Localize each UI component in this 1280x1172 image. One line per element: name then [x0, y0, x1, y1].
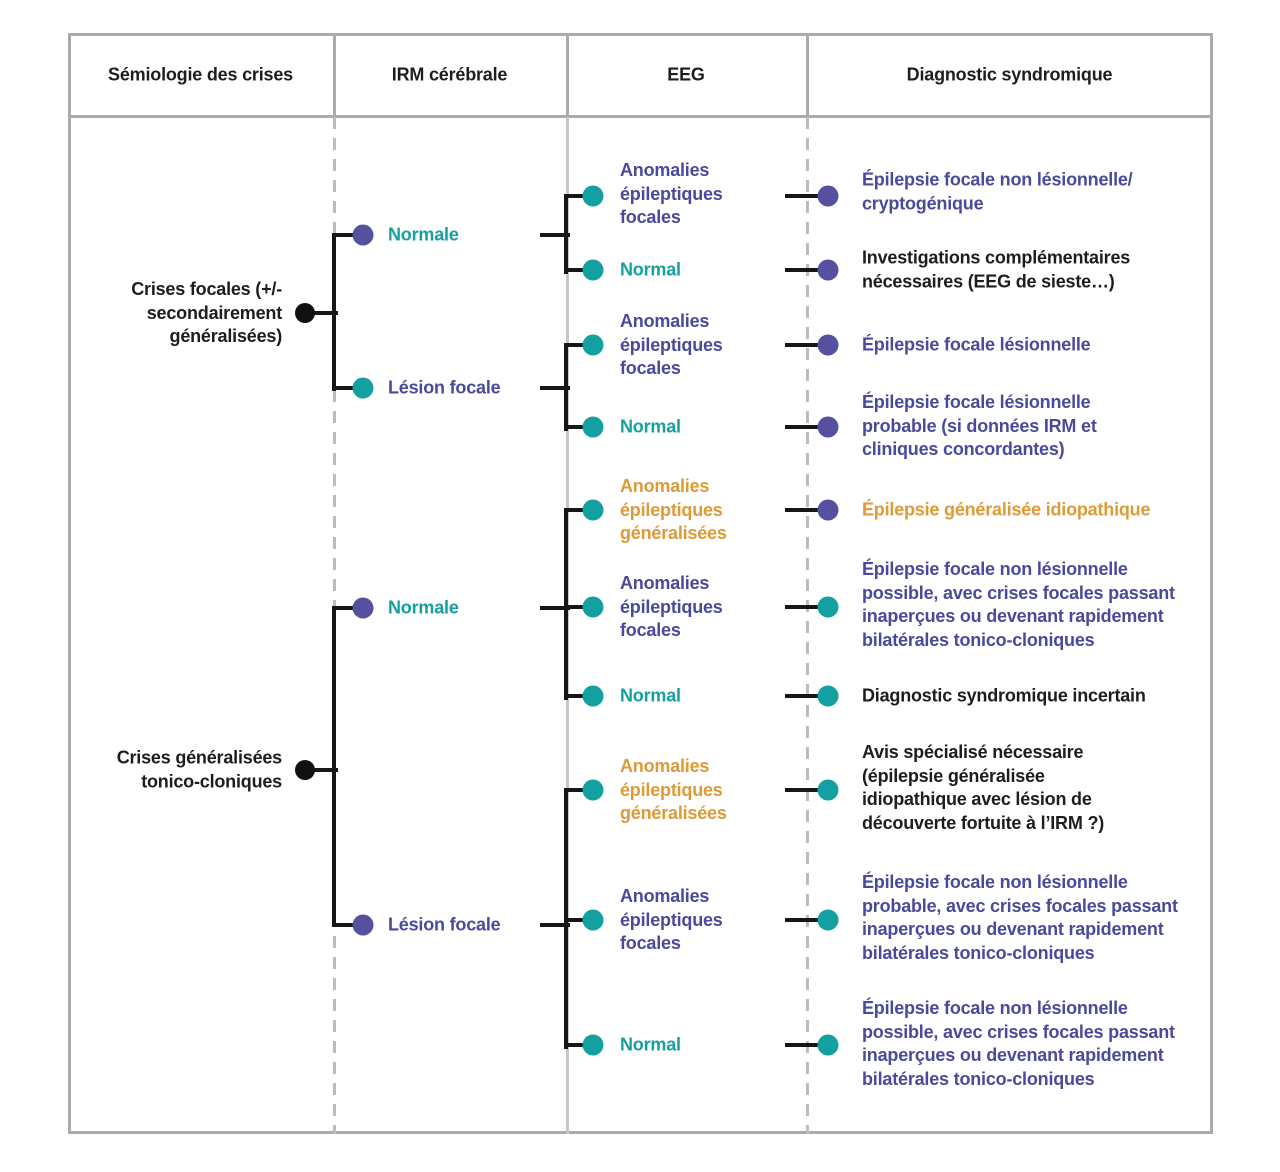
- tree-line: [566, 918, 586, 922]
- eeg-node-dot: [582, 685, 604, 707]
- tree-line: [785, 425, 830, 429]
- irm-label-normale: Normale: [388, 224, 459, 245]
- eeg-node-dot: [582, 416, 604, 438]
- tree-line: [334, 923, 356, 927]
- figure-frame: [68, 33, 1213, 1134]
- eeg-label-normal: Normal: [620, 685, 681, 706]
- tree-line: [564, 508, 568, 700]
- column-header-semiologie: Sémiologie des crises: [108, 64, 293, 85]
- tree-line: [785, 605, 830, 609]
- tree-line: [566, 788, 586, 792]
- tree-line: [785, 918, 830, 922]
- diagnostic-node-dot: [817, 185, 839, 207]
- diagnostic-label: Épilepsie généralisée idiopathique: [862, 499, 1151, 520]
- tree-line: [785, 343, 830, 347]
- tree-line: [785, 194, 830, 198]
- eeg-label-anomalies-focales: Anomalies épileptiques focales: [620, 885, 723, 953]
- tree-line: [564, 194, 568, 274]
- tree-line: [303, 311, 338, 315]
- diagnostic-label: Épilepsie focale lésionnelle: [862, 334, 1091, 355]
- diagnostic-node-dot: [817, 1034, 839, 1056]
- header-divider-2: [566, 33, 569, 117]
- semiologie-label-generalisee: Crises généralisées tonico-cloniques: [116, 747, 283, 792]
- tree-line: [785, 1043, 830, 1047]
- tree-line: [566, 194, 586, 198]
- eeg-node-dot: [582, 259, 604, 281]
- column-separator-dashed-2: [806, 117, 809, 1134]
- diagnostic-node-dot: [817, 685, 839, 707]
- diagnostic-label: Diagnostic syndromique incertain: [862, 685, 1146, 706]
- tree-line: [334, 386, 356, 390]
- tree-line: [540, 386, 570, 390]
- tree-line: [334, 233, 356, 237]
- tree-line: [332, 233, 336, 391]
- eeg-node-dot: [582, 1034, 604, 1056]
- tree-line: [785, 508, 830, 512]
- tree-line: [332, 606, 336, 927]
- tree-line: [566, 605, 586, 609]
- diagnostic-node-dot: [817, 596, 839, 618]
- diagnostic-label: Épilepsie focale non lésionnelle/ crypto…: [862, 169, 1133, 214]
- tree-line: [334, 606, 356, 610]
- tree-line: [566, 343, 586, 347]
- tree-line: [566, 508, 586, 512]
- diagnostic-label: Épilepsie focale non lésionnelle possibl…: [862, 998, 1175, 1089]
- tree-line: [566, 425, 586, 429]
- eeg-label-anomalies-focales: Anomalies épileptiques focales: [620, 310, 723, 378]
- eeg-label-anomalies-focales: Anomalies épileptiques focales: [620, 159, 723, 227]
- column-header-irm: IRM cérébrale: [391, 64, 508, 85]
- tree-line: [785, 694, 830, 698]
- irm-label-normale: Normale: [388, 597, 459, 618]
- tree-line: [540, 923, 570, 927]
- tree-line: [540, 606, 570, 610]
- diagnostic-node-dot: [817, 779, 839, 801]
- root-node-dot: [295, 760, 315, 780]
- irm-node-dot: [352, 377, 374, 399]
- irm-label-lesion: Lésion focale: [388, 914, 501, 935]
- eeg-label-normal: Normal: [620, 259, 681, 280]
- eeg-label-anomalies-generalisees: Anomalies épileptiques généralisées: [620, 755, 727, 823]
- eeg-node-dot: [582, 779, 604, 801]
- tree-line: [785, 268, 830, 272]
- column-header-diagnostic: Diagnostic syndromique: [906, 64, 1113, 85]
- diagnostic-node-dot: [817, 334, 839, 356]
- eeg-node-dot: [582, 334, 604, 356]
- eeg-node-dot: [582, 596, 604, 618]
- tree-line: [566, 268, 586, 272]
- tree-line: [566, 1043, 586, 1047]
- eeg-node-dot: [582, 909, 604, 931]
- eeg-label-normal: Normal: [620, 416, 681, 437]
- diagnostic-label: Épilepsie focale non lésionnelle probabl…: [862, 872, 1178, 963]
- irm-node-dot: [352, 597, 374, 619]
- tree-line: [564, 343, 568, 431]
- header-divider-1: [333, 33, 336, 117]
- root-node-dot: [295, 303, 315, 323]
- diagnostic-label: Épilepsie focale lésionnelle probable (s…: [862, 391, 1097, 459]
- eeg-label-anomalies-focales: Anomalies épileptiques focales: [620, 572, 723, 640]
- tree-line: [566, 694, 586, 698]
- eeg-node-dot: [582, 185, 604, 207]
- irm-node-dot: [352, 224, 374, 246]
- irm-node-dot: [352, 914, 374, 936]
- header-divider-3: [806, 33, 809, 117]
- diagnostic-label: Investigations complémentaires nécessair…: [862, 247, 1131, 292]
- diagnostic-node-dot: [817, 909, 839, 931]
- eeg-label-anomalies-generalisees: Anomalies épileptiques généralisées: [620, 475, 727, 543]
- diagnostic-node-dot: [817, 499, 839, 521]
- header-bottom-border: [68, 115, 1213, 118]
- tree-line: [785, 788, 830, 792]
- irm-label-lesion: Lésion focale: [388, 377, 501, 398]
- column-header-eeg: EEG: [667, 64, 705, 85]
- tree-line: [540, 233, 570, 237]
- semiologie-label-focal: Crises focales (+/- secondairement génér…: [131, 278, 282, 346]
- eeg-node-dot: [582, 499, 604, 521]
- tree-line: [303, 768, 338, 772]
- diagnostic-node-dot: [817, 416, 839, 438]
- diagnostic-label: Épilepsie focale non lésionnelle possibl…: [862, 559, 1175, 650]
- eeg-label-normal: Normal: [620, 1034, 681, 1055]
- diagnostic-node-dot: [817, 259, 839, 281]
- diagnostic-label: Avis spécialisé nécessaire (épilepsie gé…: [862, 742, 1105, 833]
